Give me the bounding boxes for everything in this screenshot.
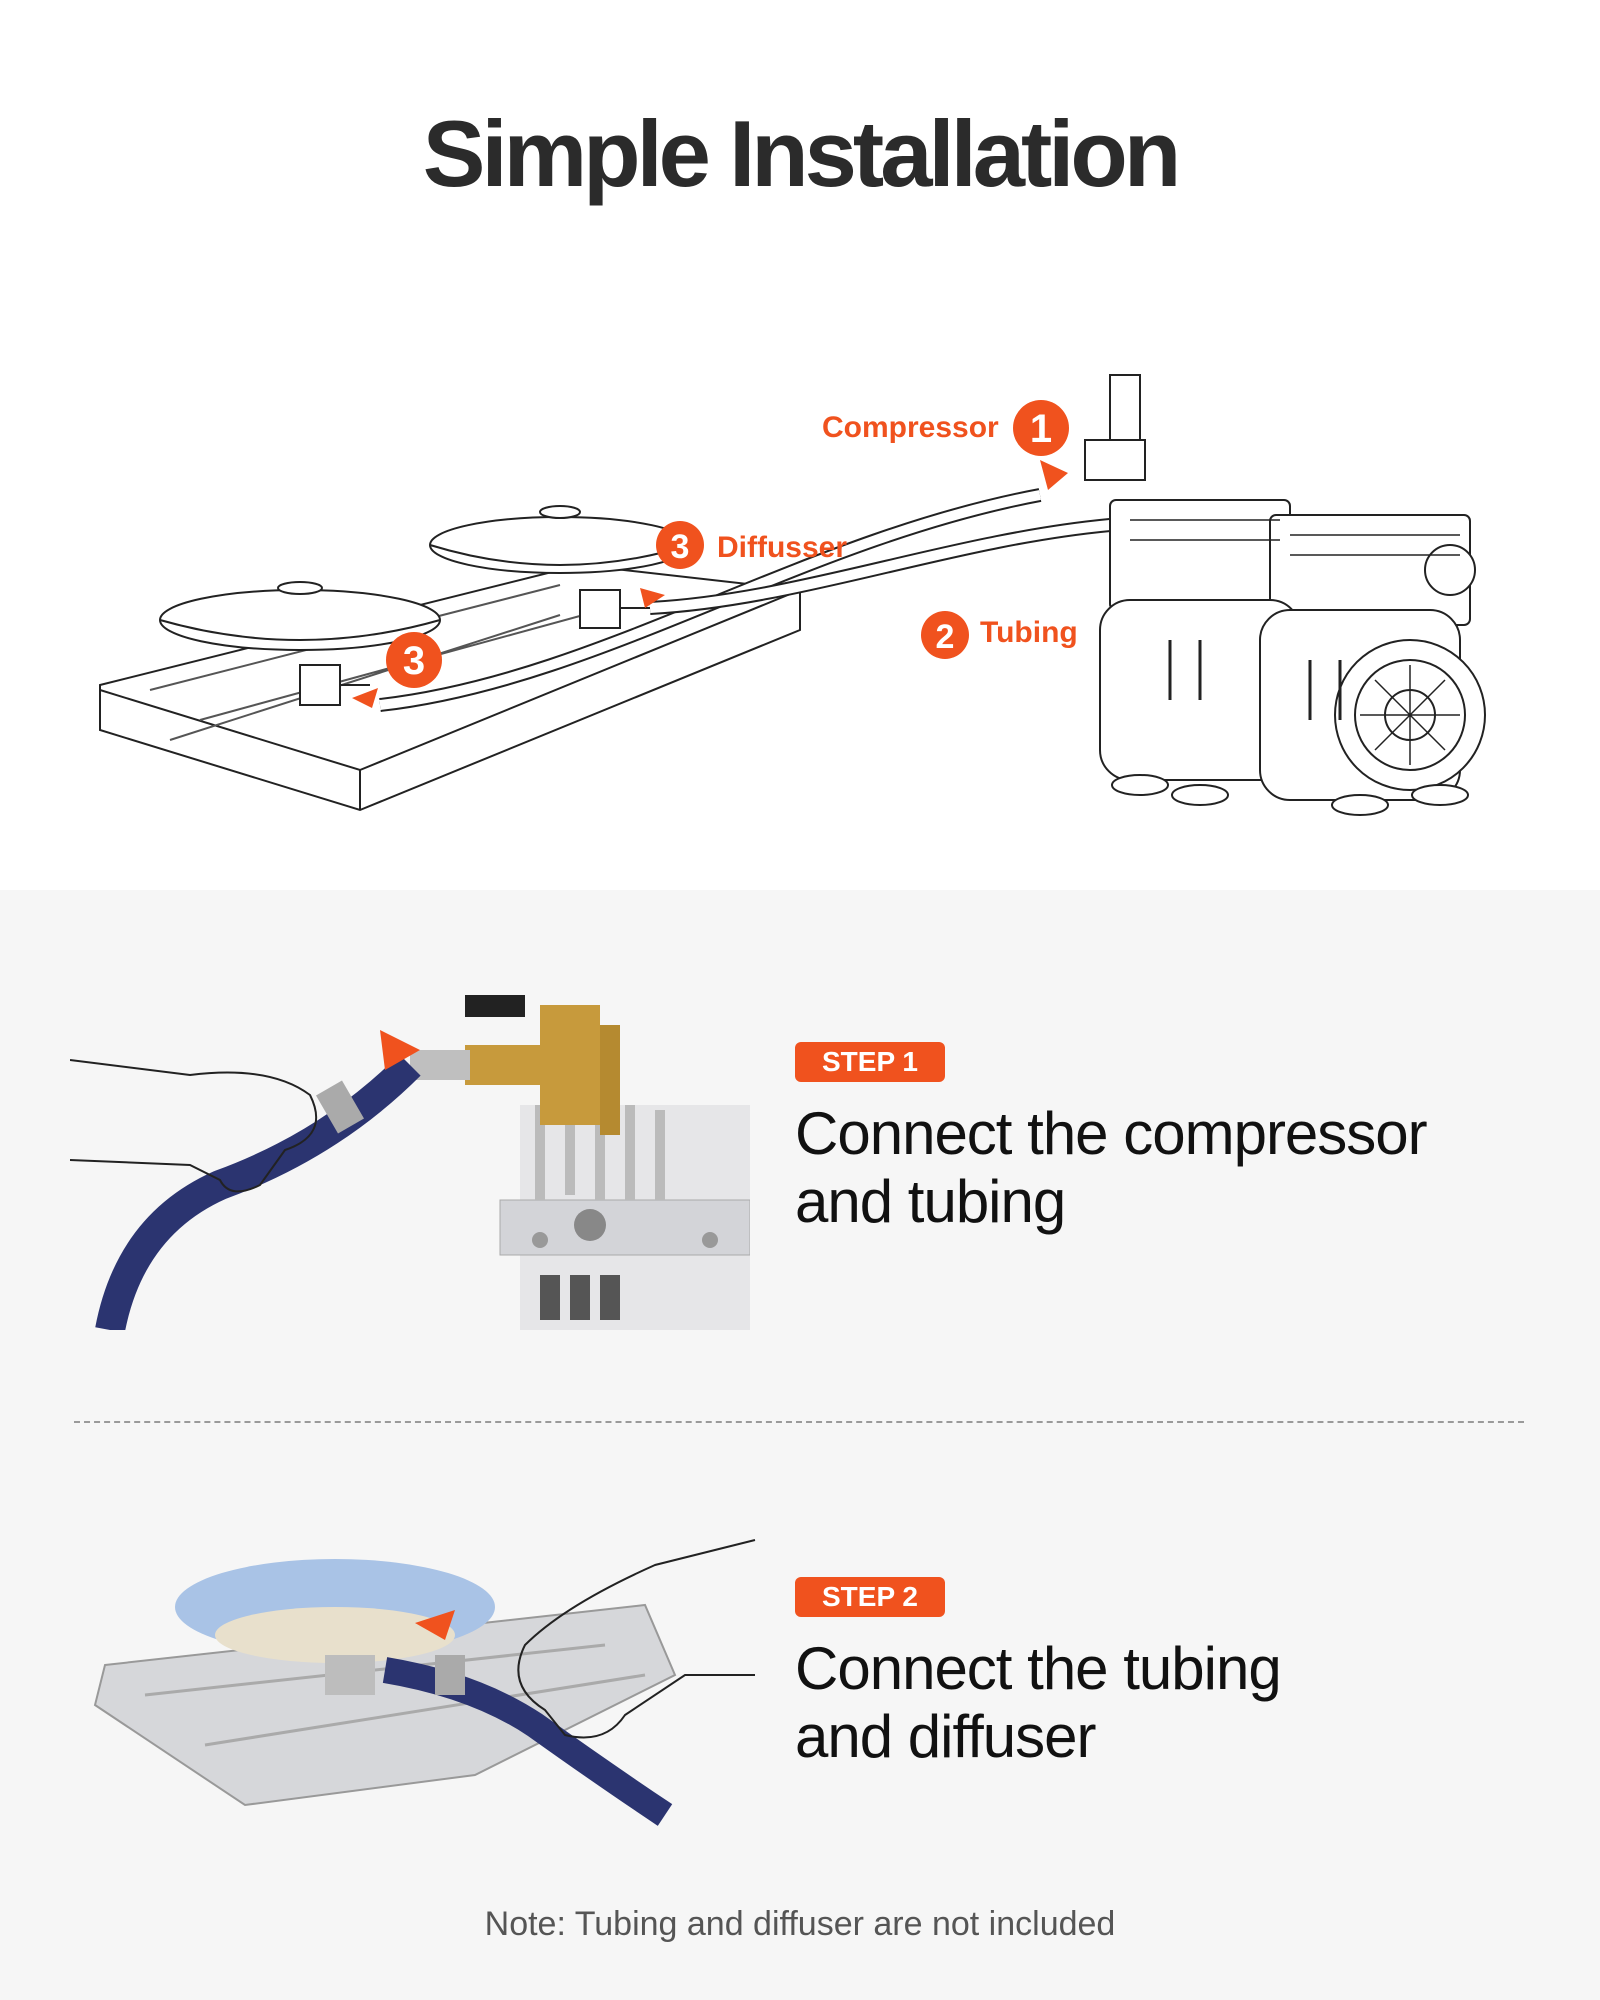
hose-clamp <box>316 1080 364 1134</box>
valve-handle <box>465 995 525 1017</box>
callout-label: Compressor <box>822 411 999 444</box>
arrow-icon <box>640 588 665 608</box>
step2-badge: STEP 2 <box>795 1577 945 1617</box>
step1-illustration <box>70 995 750 1330</box>
footnote: Note: Tubing and diffuser are not includ… <box>484 1905 1116 1943</box>
section-divider <box>74 1421 1524 1423</box>
callout-label: Diffusser <box>717 531 847 564</box>
hand-outline <box>70 1059 318 1193</box>
step1-title-line1: Connect the compressor <box>795 1100 1428 1167</box>
callout-number: 1 <box>1030 407 1052 451</box>
callout-diffuser-second: 3 <box>386 632 442 688</box>
compressor <box>1084 374 1486 816</box>
diffuser-left <box>159 581 441 706</box>
hose-clamp <box>435 1655 465 1695</box>
callout-number: 3 <box>671 528 690 566</box>
arrow-icon <box>1040 460 1068 490</box>
arrow-icon <box>352 688 378 708</box>
callout-diffuser: 3 Diffusser <box>656 521 847 569</box>
compressor-head <box>410 995 750 1330</box>
callout-number: 2 <box>936 618 955 656</box>
step2-title: Connect the tubing and diffuser <box>795 1635 1555 1771</box>
hand-outline <box>517 1539 756 1739</box>
diffuser-right <box>429 505 691 629</box>
arrow-icon <box>415 1610 455 1640</box>
callout-number: 3 <box>403 639 425 683</box>
arrow-icon <box>380 1030 420 1070</box>
step2-title-line1: Connect the tubing <box>795 1635 1282 1702</box>
step2-illustration <box>93 1539 756 1826</box>
step2-title-line2: and diffuser <box>795 1703 1096 1770</box>
callout-compressor: Compressor 1 <box>822 400 1069 456</box>
steel-tray <box>93 1603 677 1807</box>
step1-title-line2: and tubing <box>795 1168 1066 1235</box>
installation-diagram: Compressor 1 2 Tubing 3 Diffusser 3 <box>99 374 1486 816</box>
step1-title: Connect the compressor and tubing <box>795 1100 1555 1236</box>
callout-tubing: 2 Tubing <box>921 611 1078 659</box>
callout-label: Tubing <box>980 616 1078 649</box>
tubing <box>95 1054 421 1330</box>
step1-badge: STEP 1 <box>795 1042 945 1082</box>
page-title: Simple Installation <box>422 101 1182 206</box>
